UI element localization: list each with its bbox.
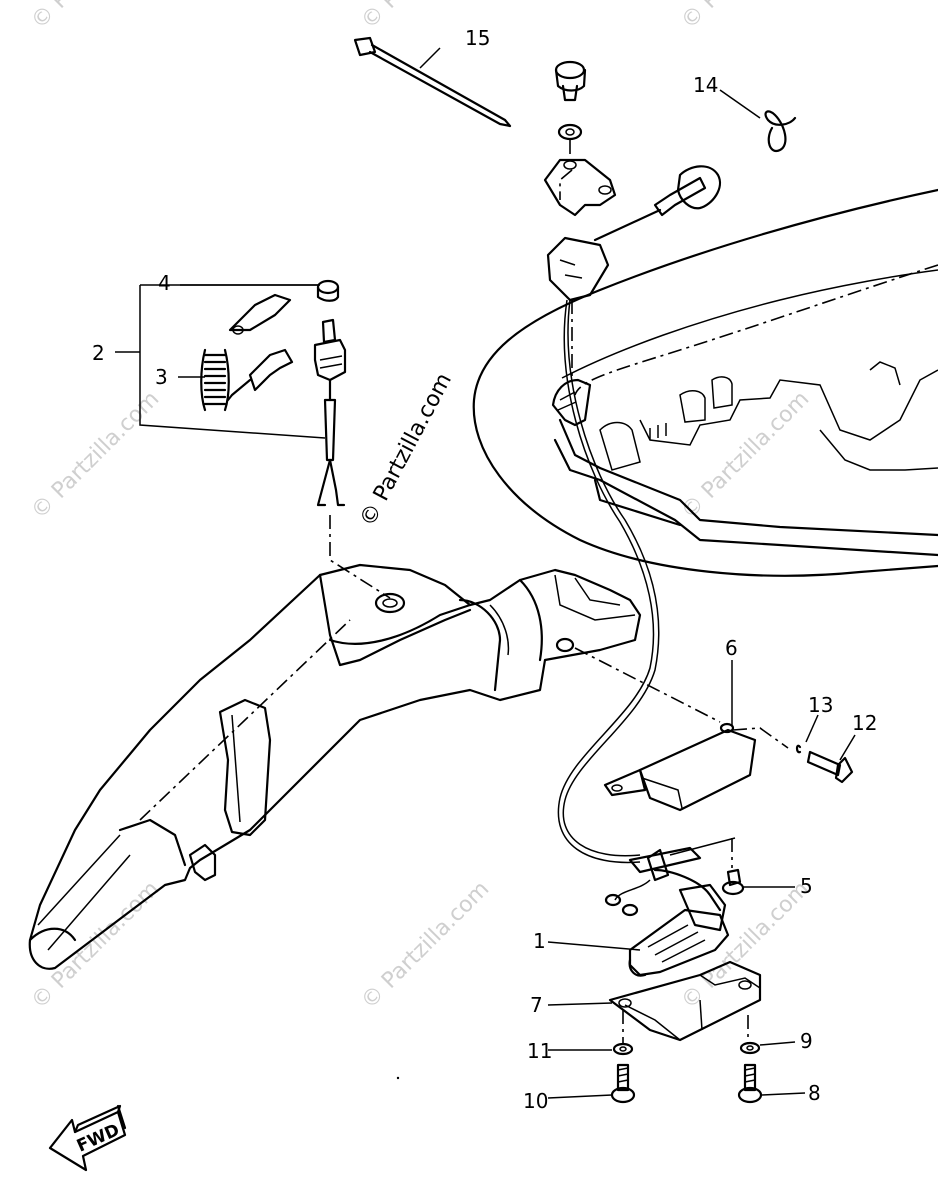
top-bolt (554, 60, 587, 141)
stop-switch-assembly (115, 279, 347, 507)
switch-cover (574, 647, 789, 812)
callout-2: 2 (92, 341, 105, 365)
wire-clip (764, 110, 797, 153)
watermark-text: © Partzilla.com (677, 877, 815, 1015)
watermark-text: © Partzilla.com (677, 387, 815, 525)
wire-harness (329, 299, 660, 864)
watermark-text: © Partzilla.com (27, 877, 165, 1015)
callout-12: 12 (852, 711, 877, 735)
callout-3: 3 (155, 365, 168, 389)
callout-10: 10 (523, 1089, 548, 1113)
callout-14: 14 (693, 73, 718, 97)
callout-8: 8 (808, 1081, 821, 1105)
main-switch (604, 837, 762, 1042)
callout-11: 11 (527, 1039, 552, 1063)
callout-13: 13 (808, 693, 833, 717)
watermark-text: © Partzilla.com (677, 0, 815, 34)
callout-15: 15 (465, 26, 490, 50)
screw-washer (795, 744, 854, 784)
watermark-text-center: © Partzilla.com (355, 369, 457, 531)
watermark-layer: © Partzilla.com © Partzilla.com © Partzi… (27, 0, 815, 1014)
watermark-text: © Partzilla.com (27, 0, 165, 34)
callout-7: 7 (530, 993, 543, 1017)
watermark-text: © Partzilla.com (357, 877, 495, 1015)
callout-leaders (419, 47, 856, 1099)
callout-1: 1 (533, 929, 546, 953)
speck (396, 1076, 400, 1080)
clamp-bracket (543, 140, 617, 217)
plug-connector (546, 165, 721, 382)
top-cowling (472, 188, 938, 577)
callout-4: 4 (158, 271, 171, 295)
fasteners (610, 1010, 763, 1104)
watermark-text: © Partzilla.com (27, 387, 165, 525)
fwd-label: FWD (74, 1120, 123, 1156)
callout-5: 5 (800, 874, 813, 898)
fwd-arrow-icon: FWD (48, 1104, 127, 1172)
cable-tie (353, 36, 512, 128)
tiller-handle (28, 563, 642, 970)
callout-9: 9 (800, 1029, 813, 1053)
callout-labels: 1 2 3 4 5 6 7 8 9 10 11 12 13 14 15 (92, 26, 877, 1113)
callout-6: 6 (725, 636, 738, 660)
